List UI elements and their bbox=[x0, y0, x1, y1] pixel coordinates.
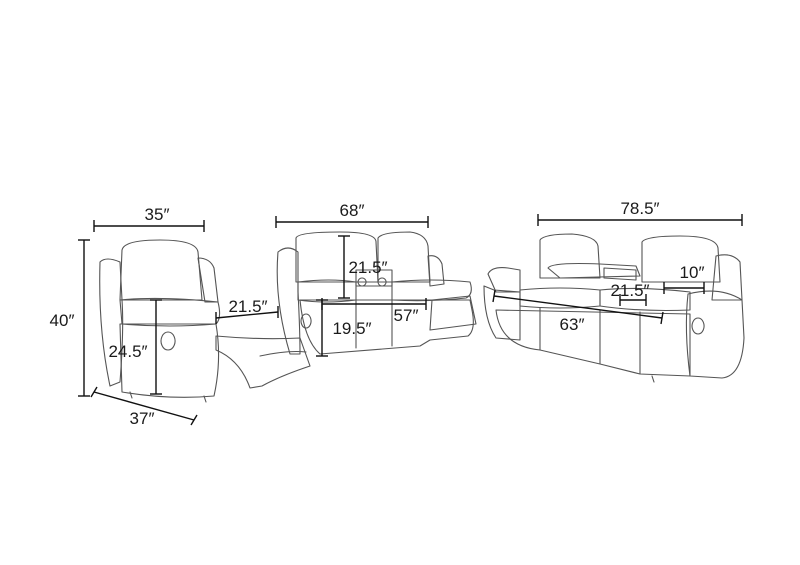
loveseat-drawing bbox=[276, 231, 477, 355]
recliner-depth-dimension bbox=[90, 386, 198, 426]
recliner-seat-depth-dimension bbox=[215, 306, 279, 324]
loveseat-width-label: 68″ bbox=[340, 201, 365, 220]
loveseat-seat-width-dimension bbox=[321, 298, 427, 310]
loveseat-back-height-label: 21.5″ bbox=[348, 258, 387, 277]
recliner-drawing bbox=[99, 239, 311, 403]
sofa-seat-width-label: 63″ bbox=[560, 315, 585, 334]
loveseat-seat-width-label: 57″ bbox=[394, 306, 419, 325]
sofa-arm-width-label: 10″ bbox=[680, 263, 705, 282]
sofa-width-dimension bbox=[537, 214, 743, 226]
recliner-height-label: 40″ bbox=[50, 311, 75, 330]
sofa-seat-depth-dimension bbox=[619, 294, 647, 306]
recliner-depth-label: 37″ bbox=[130, 409, 155, 428]
recliner-height-dimension bbox=[78, 239, 90, 397]
loveseat-width-dimension bbox=[275, 216, 429, 228]
sofa-width-label: 78.5″ bbox=[620, 199, 659, 218]
recliner-width-label: 35″ bbox=[145, 205, 170, 224]
recliner-width-dimension bbox=[93, 220, 205, 232]
sofa-seat-width-dimension bbox=[492, 289, 664, 325]
sofa-arm-width-dimension bbox=[663, 282, 705, 294]
sofa-drawing bbox=[483, 233, 745, 383]
recliner-seat-depth-label: 21.5″ bbox=[228, 297, 267, 316]
loveseat-seat-height-label: 19.5″ bbox=[332, 319, 371, 338]
recliner-seat-height-dimension bbox=[150, 299, 162, 395]
sofa-seat-depth-label: 21.5″ bbox=[610, 281, 649, 300]
loveseat-back-height-dimension bbox=[338, 235, 350, 299]
recliner-seat-height-label: 24.5″ bbox=[108, 342, 147, 361]
